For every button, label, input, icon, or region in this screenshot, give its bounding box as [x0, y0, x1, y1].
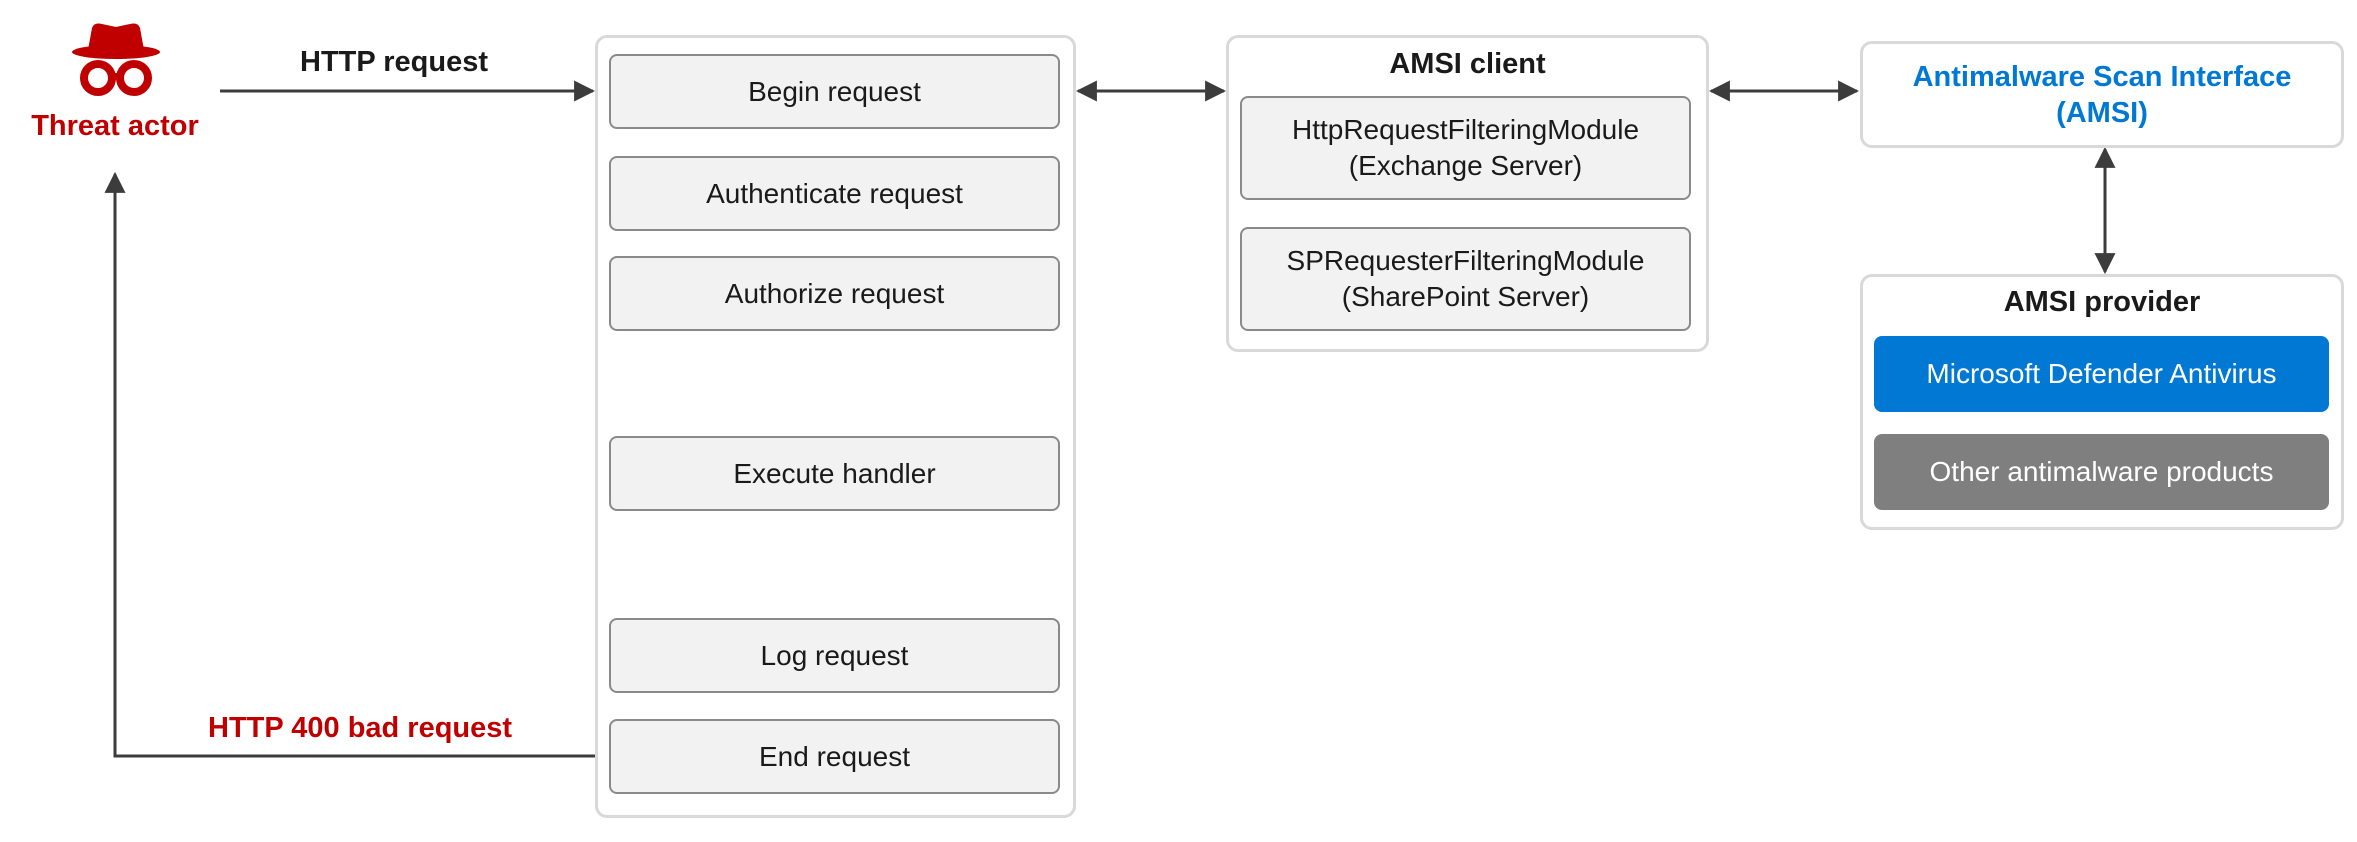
amsi-provider-title: AMSI provider — [2003, 286, 2201, 318]
amsi-interface-name: Antimalware Scan Interface — [1912, 60, 2292, 93]
request-pipeline-panel — [595, 35, 1076, 818]
module-http-request-filtering: HttpRequestFilteringModule (Exchange Ser… — [1240, 96, 1691, 200]
http-request-label: HTTP request — [300, 46, 489, 78]
http-400-response-arrow — [104, 171, 595, 758]
threat-actor-label: Threat actor — [31, 110, 199, 142]
http-400-label: HTTP 400 bad request — [208, 712, 513, 744]
spy-icon — [72, 23, 160, 96]
stage-authenticate-request: Authenticate request — [609, 156, 1060, 231]
amsi-interface-box: Antimalware Scan Interface (AMSI) — [1860, 41, 2344, 148]
stage-log-request: Log request — [609, 618, 1060, 693]
stage-begin-request: Begin request — [609, 54, 1060, 129]
amsi-client-title: AMSI client — [1389, 48, 1546, 80]
module-name: SPRequesterFilteringModule — [1286, 245, 1645, 276]
provider-microsoft-defender: Microsoft Defender Antivirus — [1874, 336, 2329, 412]
amsi-interface-abbr: (AMSI) — [2056, 96, 2148, 129]
module-name: HttpRequestFilteringModule — [1291, 114, 1640, 145]
threat-actor: Threat actor — [20, 22, 210, 152]
module-product: (Exchange Server) — [1348, 150, 1583, 181]
module-sp-requester-filtering: SPRequesterFilteringModule (SharePoint S… — [1240, 227, 1691, 331]
module-product: (SharePoint Server) — [1341, 281, 1590, 312]
stage-end-request: End request — [609, 719, 1060, 794]
stage-execute-handler: Execute handler — [609, 436, 1060, 511]
provider-other-antimalware: Other antimalware products — [1874, 434, 2329, 510]
stage-authorize-request: Authorize request — [609, 256, 1060, 331]
